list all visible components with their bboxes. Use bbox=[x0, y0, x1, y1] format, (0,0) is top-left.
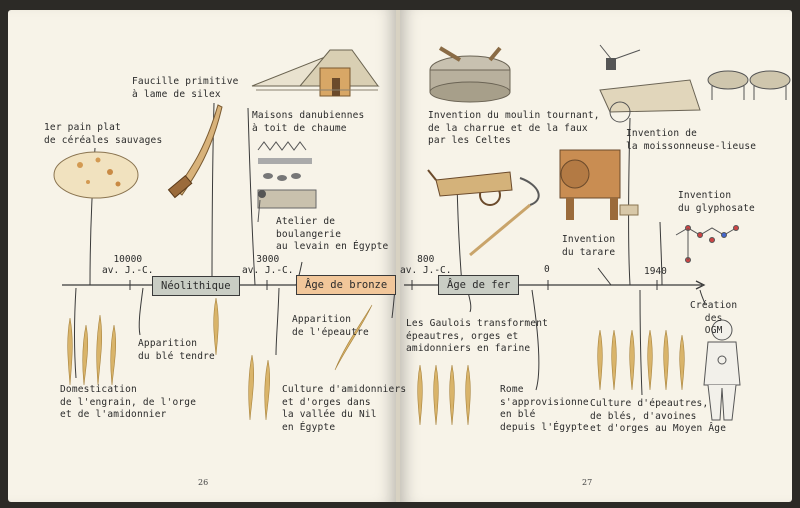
glyphosate-molecule-illustration bbox=[675, 225, 739, 263]
page-number-right: 27 bbox=[582, 478, 593, 487]
egyptian-bakery-illustration bbox=[257, 141, 317, 223]
date-0: 0 bbox=[544, 264, 550, 275]
reaper-binder-illustration bbox=[599, 44, 791, 123]
winnowing-machine-illustration bbox=[559, 149, 639, 220]
wheat-ears-illustration bbox=[67, 297, 685, 426]
flint-sickle-illustration bbox=[167, 104, 223, 199]
plough-and-scythe-illustration bbox=[427, 169, 540, 257]
rotary-quern-illustration bbox=[429, 46, 511, 103]
era-iron-age-box: Âge de fer bbox=[438, 275, 520, 295]
date-1940: 1940 bbox=[644, 266, 667, 277]
flat-bread-illustration bbox=[53, 151, 139, 199]
hazmat-figure-illustration bbox=[703, 319, 741, 421]
era-bronze-age-box: Âge de bronze bbox=[296, 275, 397, 295]
connector-lines bbox=[74, 102, 706, 396]
page-number-left: 26 bbox=[198, 478, 209, 487]
book-gutter bbox=[396, 10, 400, 502]
label-rotary-mill-invention: Invention du moulin tournant,de la charr… bbox=[428, 110, 600, 146]
era-neolithic-box: Néolithique bbox=[152, 276, 240, 296]
danubian-house-illustration bbox=[251, 49, 380, 97]
